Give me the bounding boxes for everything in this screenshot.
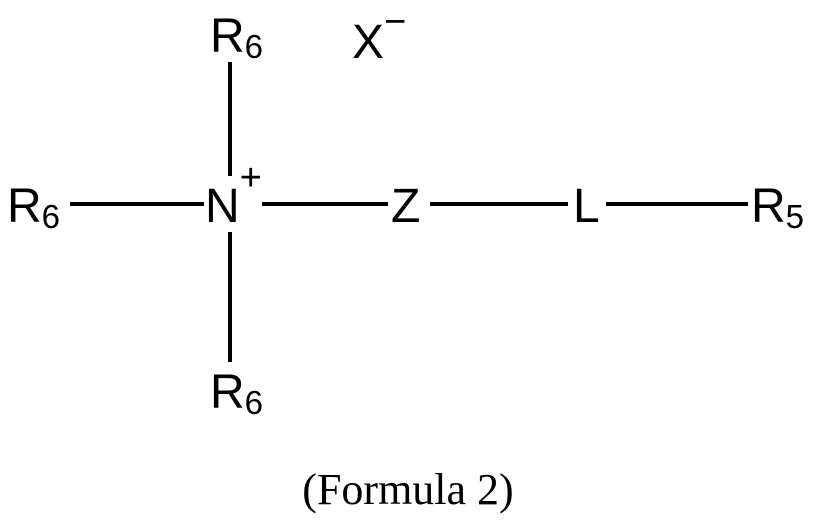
- bottom-substituent: R6: [210, 366, 263, 421]
- left-substituent: R6: [7, 180, 60, 235]
- top-substituent: R6: [210, 10, 263, 65]
- formula-caption: (Formula 2): [302, 465, 513, 514]
- linker-z: Z: [391, 180, 420, 233]
- counter-ion: X−: [352, 1, 406, 69]
- center-atom: N+: [205, 157, 262, 233]
- terminal-group: R5: [751, 180, 804, 235]
- linker-l: L: [573, 180, 600, 233]
